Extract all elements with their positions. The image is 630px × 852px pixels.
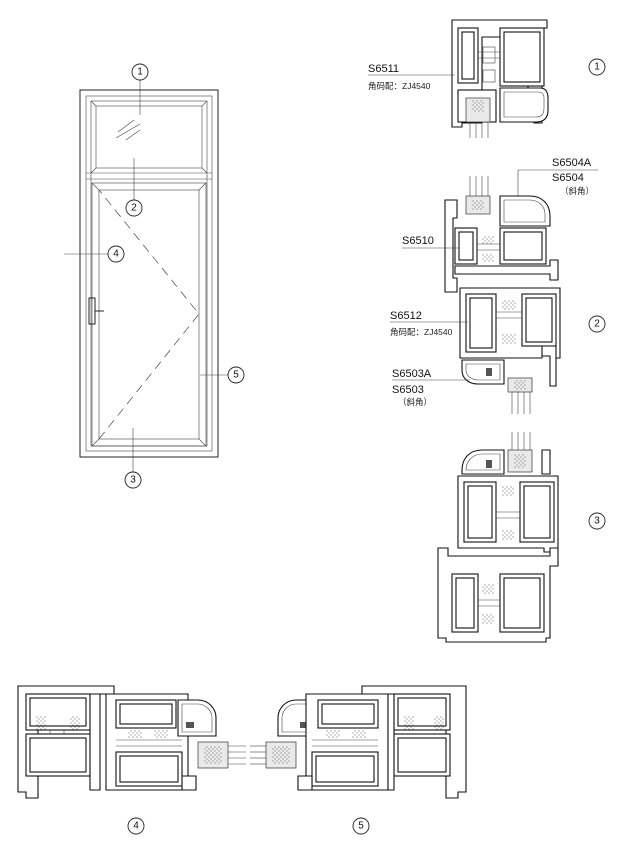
svg-text:1: 1 — [594, 62, 600, 73]
opening-direction-lines — [98, 189, 200, 440]
note-s6504: （斜角） — [560, 186, 594, 196]
svg-text:3: 3 — [594, 516, 600, 527]
section-5-profile — [250, 685, 467, 799]
svg-text:2: 2 — [594, 319, 600, 330]
note-s6511: 角码配：ZJ4540 — [368, 81, 431, 91]
elevation-callout-4: 4 — [107, 245, 125, 263]
svg-text:4: 4 — [133, 821, 139, 832]
svg-text:1: 1 — [137, 67, 143, 78]
svg-text:2: 2 — [131, 203, 137, 214]
label-s6512: S6512 — [390, 310, 422, 322]
label-s6503: S6503 — [392, 384, 424, 396]
label-s6511: S6511 — [368, 63, 399, 75]
door-elevation — [64, 80, 228, 472]
section-2-profile — [444, 176, 561, 414]
section-1-profile — [451, 19, 549, 138]
label-s6503a: S6503A — [392, 368, 432, 380]
label-s6504a: S6504A — [552, 157, 592, 169]
label-s6504: S6504 — [552, 172, 584, 184]
svg-text:4: 4 — [113, 249, 119, 260]
transom-glass — [95, 105, 203, 169]
note-s6512: 角码配：ZJ4540 — [390, 327, 453, 337]
outer-frame — [79, 89, 219, 458]
note-s6503: （斜角） — [398, 397, 432, 407]
section-marker-1: 1 — [588, 58, 606, 76]
svg-text:5: 5 — [233, 370, 239, 381]
label-s6510: S6510 — [402, 235, 434, 247]
door-leaf — [91, 182, 207, 447]
section-marker-5: 5 — [352, 817, 370, 835]
elevation-callout-1: 1 — [131, 63, 149, 81]
section-3-profile — [437, 432, 559, 643]
svg-text:3: 3 — [130, 475, 136, 486]
section-4-profile — [17, 685, 246, 799]
section-marker-4: 4 — [127, 817, 145, 835]
section-marker-2: 2 — [588, 315, 606, 333]
svg-text:5: 5 — [358, 821, 364, 832]
elevation-callout-2: 2 — [125, 199, 143, 217]
elevation-callout-3: 3 — [124, 471, 142, 489]
elevation-callout-5: 5 — [227, 366, 245, 384]
section-marker-3: 3 — [588, 512, 606, 530]
